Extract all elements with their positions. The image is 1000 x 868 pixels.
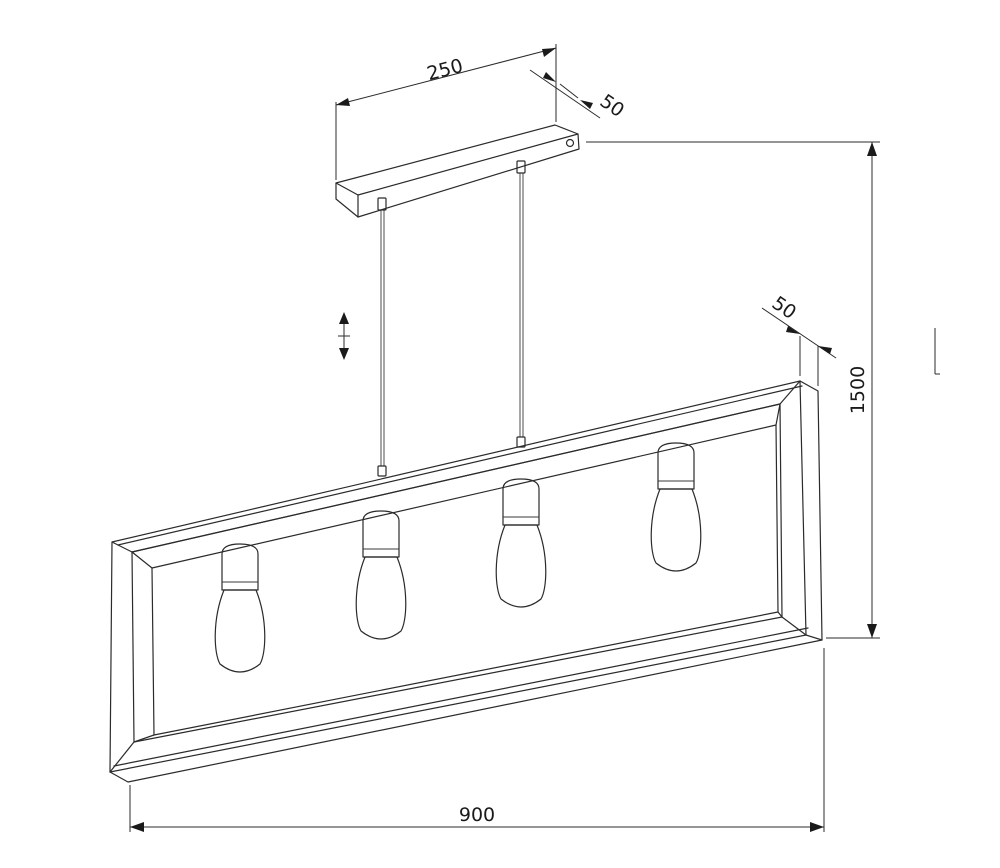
dimension-50-frame-label: 50 xyxy=(768,292,800,324)
bulb xyxy=(214,543,266,673)
bulb xyxy=(495,478,547,608)
dimension-50-canopy-label: 50 xyxy=(596,90,628,122)
bulb xyxy=(650,442,702,572)
bulb-socket xyxy=(362,510,400,558)
dimension-canopy-length: 250 xyxy=(335,44,557,180)
ceiling-canopy xyxy=(335,124,580,218)
bulb-socket xyxy=(502,478,540,526)
dimension-canopy-depth: 50 xyxy=(529,69,628,122)
dimension-250-label: 250 xyxy=(425,55,466,85)
dimension-900-label: 900 xyxy=(459,804,495,826)
bulb xyxy=(355,510,407,640)
height-adjust-arrows-icon xyxy=(338,312,350,360)
bulb-socket xyxy=(657,442,695,490)
dimension-1500-label: 1500 xyxy=(847,366,869,414)
bulb-glass xyxy=(214,589,266,673)
bulbs-group xyxy=(214,442,702,673)
suspension-cables xyxy=(377,160,526,477)
dimension-width: 900 xyxy=(129,648,825,832)
canopy-screw-hole xyxy=(565,138,575,148)
bulb-socket xyxy=(221,543,259,591)
bulb-glass xyxy=(355,556,407,640)
bulb-glass xyxy=(495,524,547,608)
lamp-frame xyxy=(109,380,823,783)
drawing-bracket-mark xyxy=(934,328,940,375)
dimension-height: 1500 xyxy=(586,141,880,639)
bulb-glass xyxy=(650,488,702,572)
dimension-frame-depth: 50 xyxy=(761,292,837,386)
